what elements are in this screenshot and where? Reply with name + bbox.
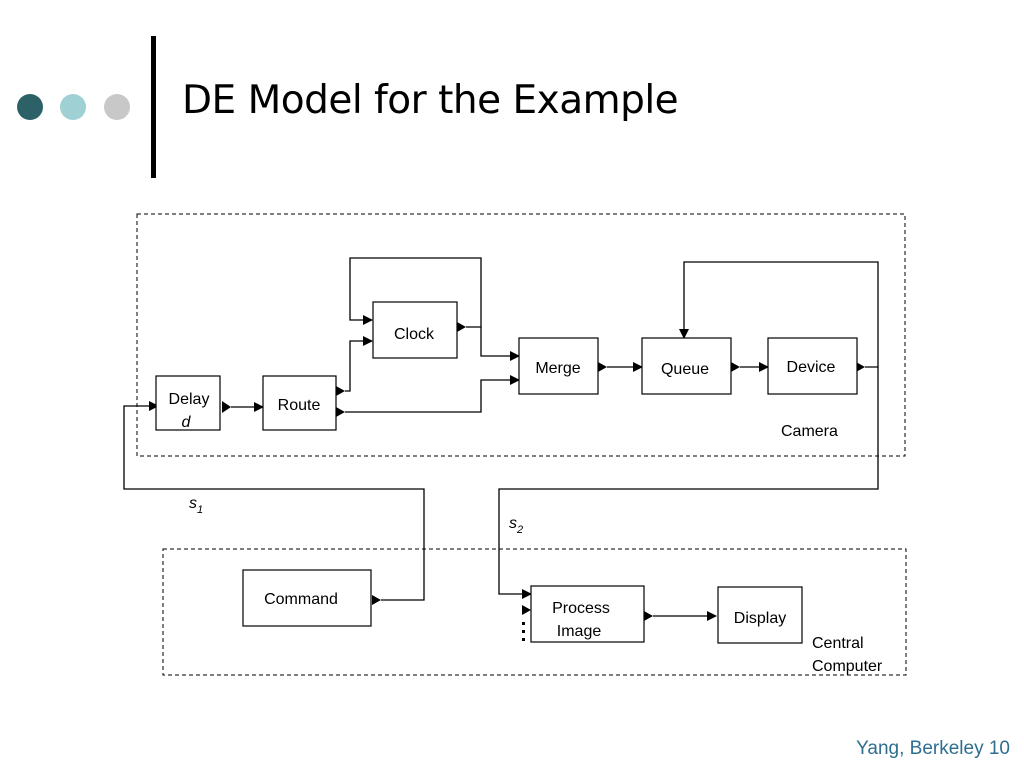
device-label: Device	[787, 359, 836, 376]
port-process-out	[644, 611, 653, 621]
clock-label: Clock	[394, 326, 435, 343]
command-label: Command	[264, 591, 338, 608]
port-merge-out	[598, 362, 607, 372]
wire-clock-merge	[480, 327, 520, 361]
queue-label: Queue	[661, 361, 709, 378]
route-block	[262, 375, 337, 431]
port-clock-out	[457, 322, 466, 332]
merge-block	[518, 337, 599, 395]
port-process-in-2	[522, 605, 531, 615]
wire-s1	[123, 401, 425, 601]
delay-block	[155, 375, 221, 431]
wire-route-clock	[345, 336, 373, 392]
process-label-line2: Image	[557, 623, 602, 640]
wire-route-merge	[345, 375, 520, 413]
ellipsis-dot	[522, 622, 525, 625]
clock-block	[372, 301, 458, 359]
port-command-out	[372, 595, 381, 605]
port-device-out	[856, 362, 865, 372]
port-queue-out	[731, 362, 740, 372]
slide-footer: Yang, Berkeley 10	[856, 738, 1010, 759]
wire-clock-feedback	[349, 257, 482, 328]
signal-s1-label: s1	[189, 495, 203, 516]
port-delay-out	[222, 401, 231, 413]
process-image-block	[530, 585, 645, 643]
signal-s2-label: s2	[509, 515, 523, 536]
ellipsis-dot	[522, 630, 525, 633]
display-block	[717, 586, 803, 644]
central-computer-region	[162, 548, 907, 676]
camera-region-label: Camera	[781, 423, 838, 440]
wire-device-queue-feedback	[679, 261, 879, 368]
wire-s2	[498, 367, 879, 599]
delay-label: Delay	[169, 391, 210, 408]
process-label-line1: Process	[552, 600, 610, 617]
camera-region	[136, 213, 906, 457]
port-route-out-1	[336, 386, 345, 396]
decor-dot-2	[60, 94, 86, 120]
route-label: Route	[278, 397, 321, 414]
merge-label: Merge	[535, 360, 580, 377]
port-route-out-2	[336, 407, 345, 417]
decor-dot-3	[104, 94, 130, 120]
decor-dot-1	[17, 94, 43, 120]
title-divider	[151, 36, 156, 178]
slide-title: DE Model for the Example	[182, 78, 679, 123]
central-region-label-line1: Central	[812, 635, 864, 652]
ellipsis-dot	[522, 638, 525, 641]
display-label: Display	[734, 610, 786, 627]
queue-block	[641, 337, 732, 395]
command-block	[242, 569, 372, 627]
delay-param-label: d	[182, 414, 192, 431]
central-region-label-line2: Computer	[812, 658, 883, 675]
device-block	[767, 337, 858, 395]
